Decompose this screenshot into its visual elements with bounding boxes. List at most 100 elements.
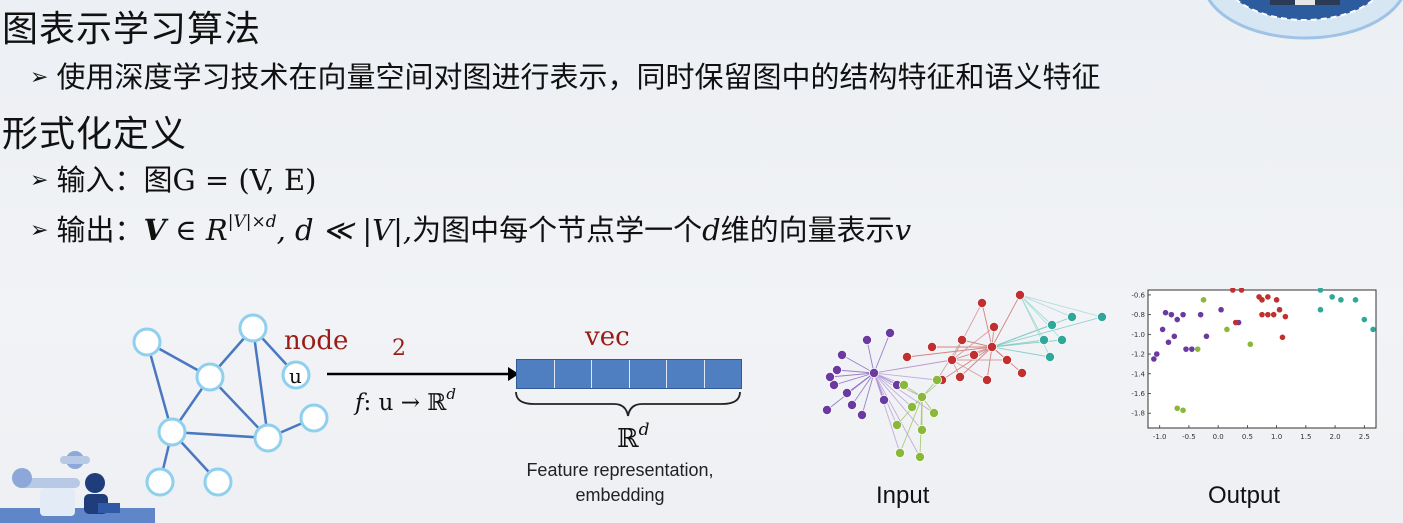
scatter-point [1197,311,1204,318]
network-edge [991,316,1103,348]
scatter-point [1276,306,1283,313]
y-tick-label: -1.8 [1131,410,1145,418]
network-edge [1019,294,1053,326]
network-edge [991,294,1021,348]
y-tick-label: -1.0 [1131,331,1145,339]
network-node [907,402,918,413]
network-node [857,410,868,421]
network-edge [951,302,983,361]
network-edge [841,354,875,374]
scatter-point [1171,333,1178,340]
bullet-arrow-icon: ➢ [30,218,49,243]
scatter-point [1194,346,1201,352]
output-label: 输出： [56,213,144,247]
network-node [821,405,832,416]
plot-frame [1147,289,1377,429]
network-edge [836,369,875,374]
input-caption: Input [876,482,930,509]
vector-cell [517,360,555,388]
scatter-point [1352,297,1359,303]
network-node [927,342,938,353]
scatter-point [1232,319,1239,326]
bullet-input: ➢输入：图G = (V, E) [30,157,316,199]
network-edge [873,372,921,458]
vector-cell [629,360,667,388]
title-graph-representation-learning: 图表示学习算法 [2,9,262,50]
scatter-point [1200,297,1207,303]
network-node [1044,352,1055,363]
graph-node [299,403,329,433]
output-v: v [894,213,912,247]
network-node [841,388,852,399]
x-tick-label: 0.0 [1213,433,1224,441]
scatter-point [1229,288,1236,293]
network-edge [873,372,913,408]
network-edge [873,332,891,374]
graph-node [195,362,225,392]
network-edge [899,396,923,454]
x-tick-label: 1.0 [1271,433,1282,441]
graph-node [203,467,233,497]
graph-diagram [132,313,329,497]
graph-node [132,327,162,357]
network-node [899,380,910,391]
x-tick-label: 2.0 [1330,433,1341,441]
scatter-point [1259,297,1265,303]
input-formula: G = (V, E) [172,163,317,197]
scatter-point [1259,311,1265,318]
network-edge [846,372,875,394]
scatter-point [1329,294,1335,300]
number-label: 2 [392,336,406,361]
network-edge [873,372,935,414]
vector-cell [592,360,630,388]
scatter-point [1183,346,1189,352]
output-text2: 维的向量表示 [720,213,895,247]
mapping-arrow [327,367,519,381]
network-node [976,297,987,308]
graph-node-u [281,360,311,390]
network-edge [873,359,953,374]
mapping-sup: d [446,385,457,403]
y-tick-label: -0.6 [1131,291,1145,299]
network-node [1046,320,1057,331]
title-formal-definition: 形式化定义 [2,114,188,155]
network-edge [991,316,1073,348]
output-sup: |V|×d [227,212,277,232]
mapping-rest: : u → ℝ [363,390,447,416]
network-edge [986,346,993,381]
network-node [836,350,847,361]
vector-cell [704,360,741,388]
bullet-arrow-icon: ➢ [30,168,49,193]
scatter-point [1165,339,1172,346]
scatter-point [1270,311,1277,318]
vector-cell [554,360,592,388]
network-node [885,328,896,339]
output-rest: , d ≪ |V|, [276,213,413,247]
scatter-point [1153,351,1160,357]
network-edge [991,339,1063,348]
output-d: d [702,213,721,247]
network-node [847,400,858,411]
robot-illustration [0,451,155,523]
network-node [902,352,913,363]
scatter-point [1162,309,1169,316]
network-node [915,451,926,462]
network-edge [873,372,901,454]
scatter-point [1180,311,1186,318]
network-node [862,335,873,346]
mapping-f: f [355,390,364,416]
bullet-output: ➢输出：V ∈ R|V|×d, d ≪ |V|,为图中每个节点学一个d维的向量表… [30,207,911,249]
graph-node [253,423,283,453]
network-edge [959,346,993,378]
network-edge [941,346,993,381]
bullet-description-text: 使用深度学习技术在向量空间对图进行表示，同时保留图中的结构特征和语义特征 [56,60,1101,94]
vec-label: vec [585,322,630,352]
network-node [986,342,997,353]
logo-badge [1207,0,1403,40]
y-tick-label: -1.4 [1131,370,1145,378]
embedding-vector [516,359,742,389]
x-tick-label: 2.5 [1359,433,1370,441]
x-tick-label: -0.5 [1182,433,1196,441]
brace-sup: d [638,420,650,440]
scatter-point [1151,356,1157,362]
